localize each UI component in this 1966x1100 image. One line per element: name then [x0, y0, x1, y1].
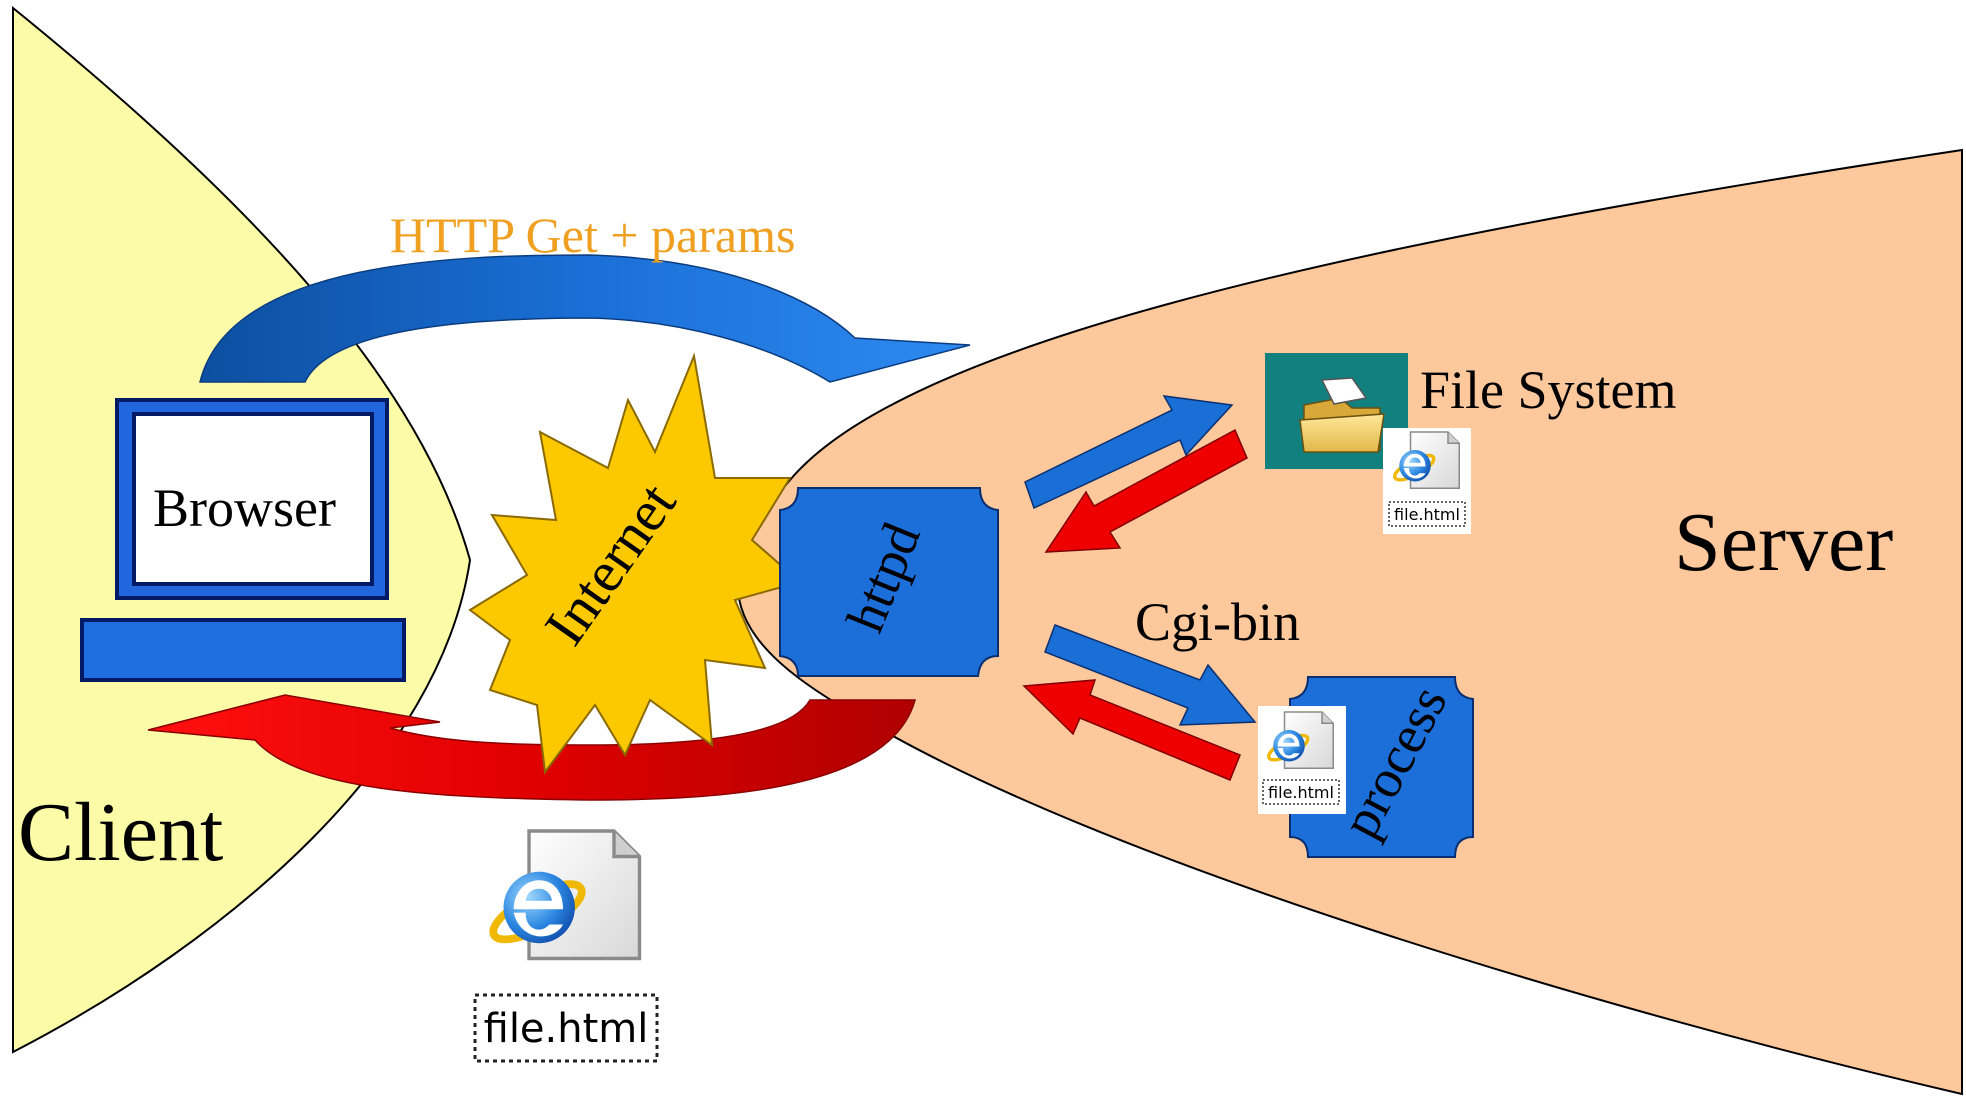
server-zone	[737, 148, 1963, 1096]
from-process-arrow	[1022, 679, 1241, 781]
internet-starburst: Internet	[468, 352, 803, 775]
http-request-label: HTTP Get + params	[390, 207, 795, 263]
file-html-icon-filesystem: file.html	[1383, 428, 1471, 534]
file-system-label: File System	[1420, 360, 1677, 420]
to-process-arrow	[1044, 624, 1257, 726]
file-label-box	[1388, 501, 1466, 527]
file-html-icon-client: file.html	[473, 831, 659, 1063]
browser-computer: Browser	[80, 398, 406, 682]
browser-label: Browser	[153, 478, 336, 538]
client-label: Client	[18, 786, 223, 879]
request-arrow	[199, 254, 971, 383]
to-file-system-arrow	[1024, 395, 1234, 510]
httpd-node: httpd	[779, 487, 999, 677]
httpd-box	[779, 487, 999, 677]
keyboard	[80, 618, 406, 682]
response-arrow	[147, 694, 916, 801]
monitor-screen	[132, 412, 374, 586]
folder-icon	[1299, 377, 1385, 453]
file-html-label: file.html	[484, 1006, 649, 1052]
server-label: Server	[1674, 496, 1893, 589]
file-html-label: file.html	[1268, 783, 1334, 802]
file-label-box	[473, 993, 659, 1063]
file-html-icon-process: file.html	[1258, 706, 1346, 814]
file-label-box	[1262, 779, 1340, 805]
cgi-bin-label: Cgi-bin	[1135, 592, 1300, 652]
file-html-label: file.html	[1394, 505, 1460, 524]
from-file-system-arrow	[1044, 428, 1248, 553]
